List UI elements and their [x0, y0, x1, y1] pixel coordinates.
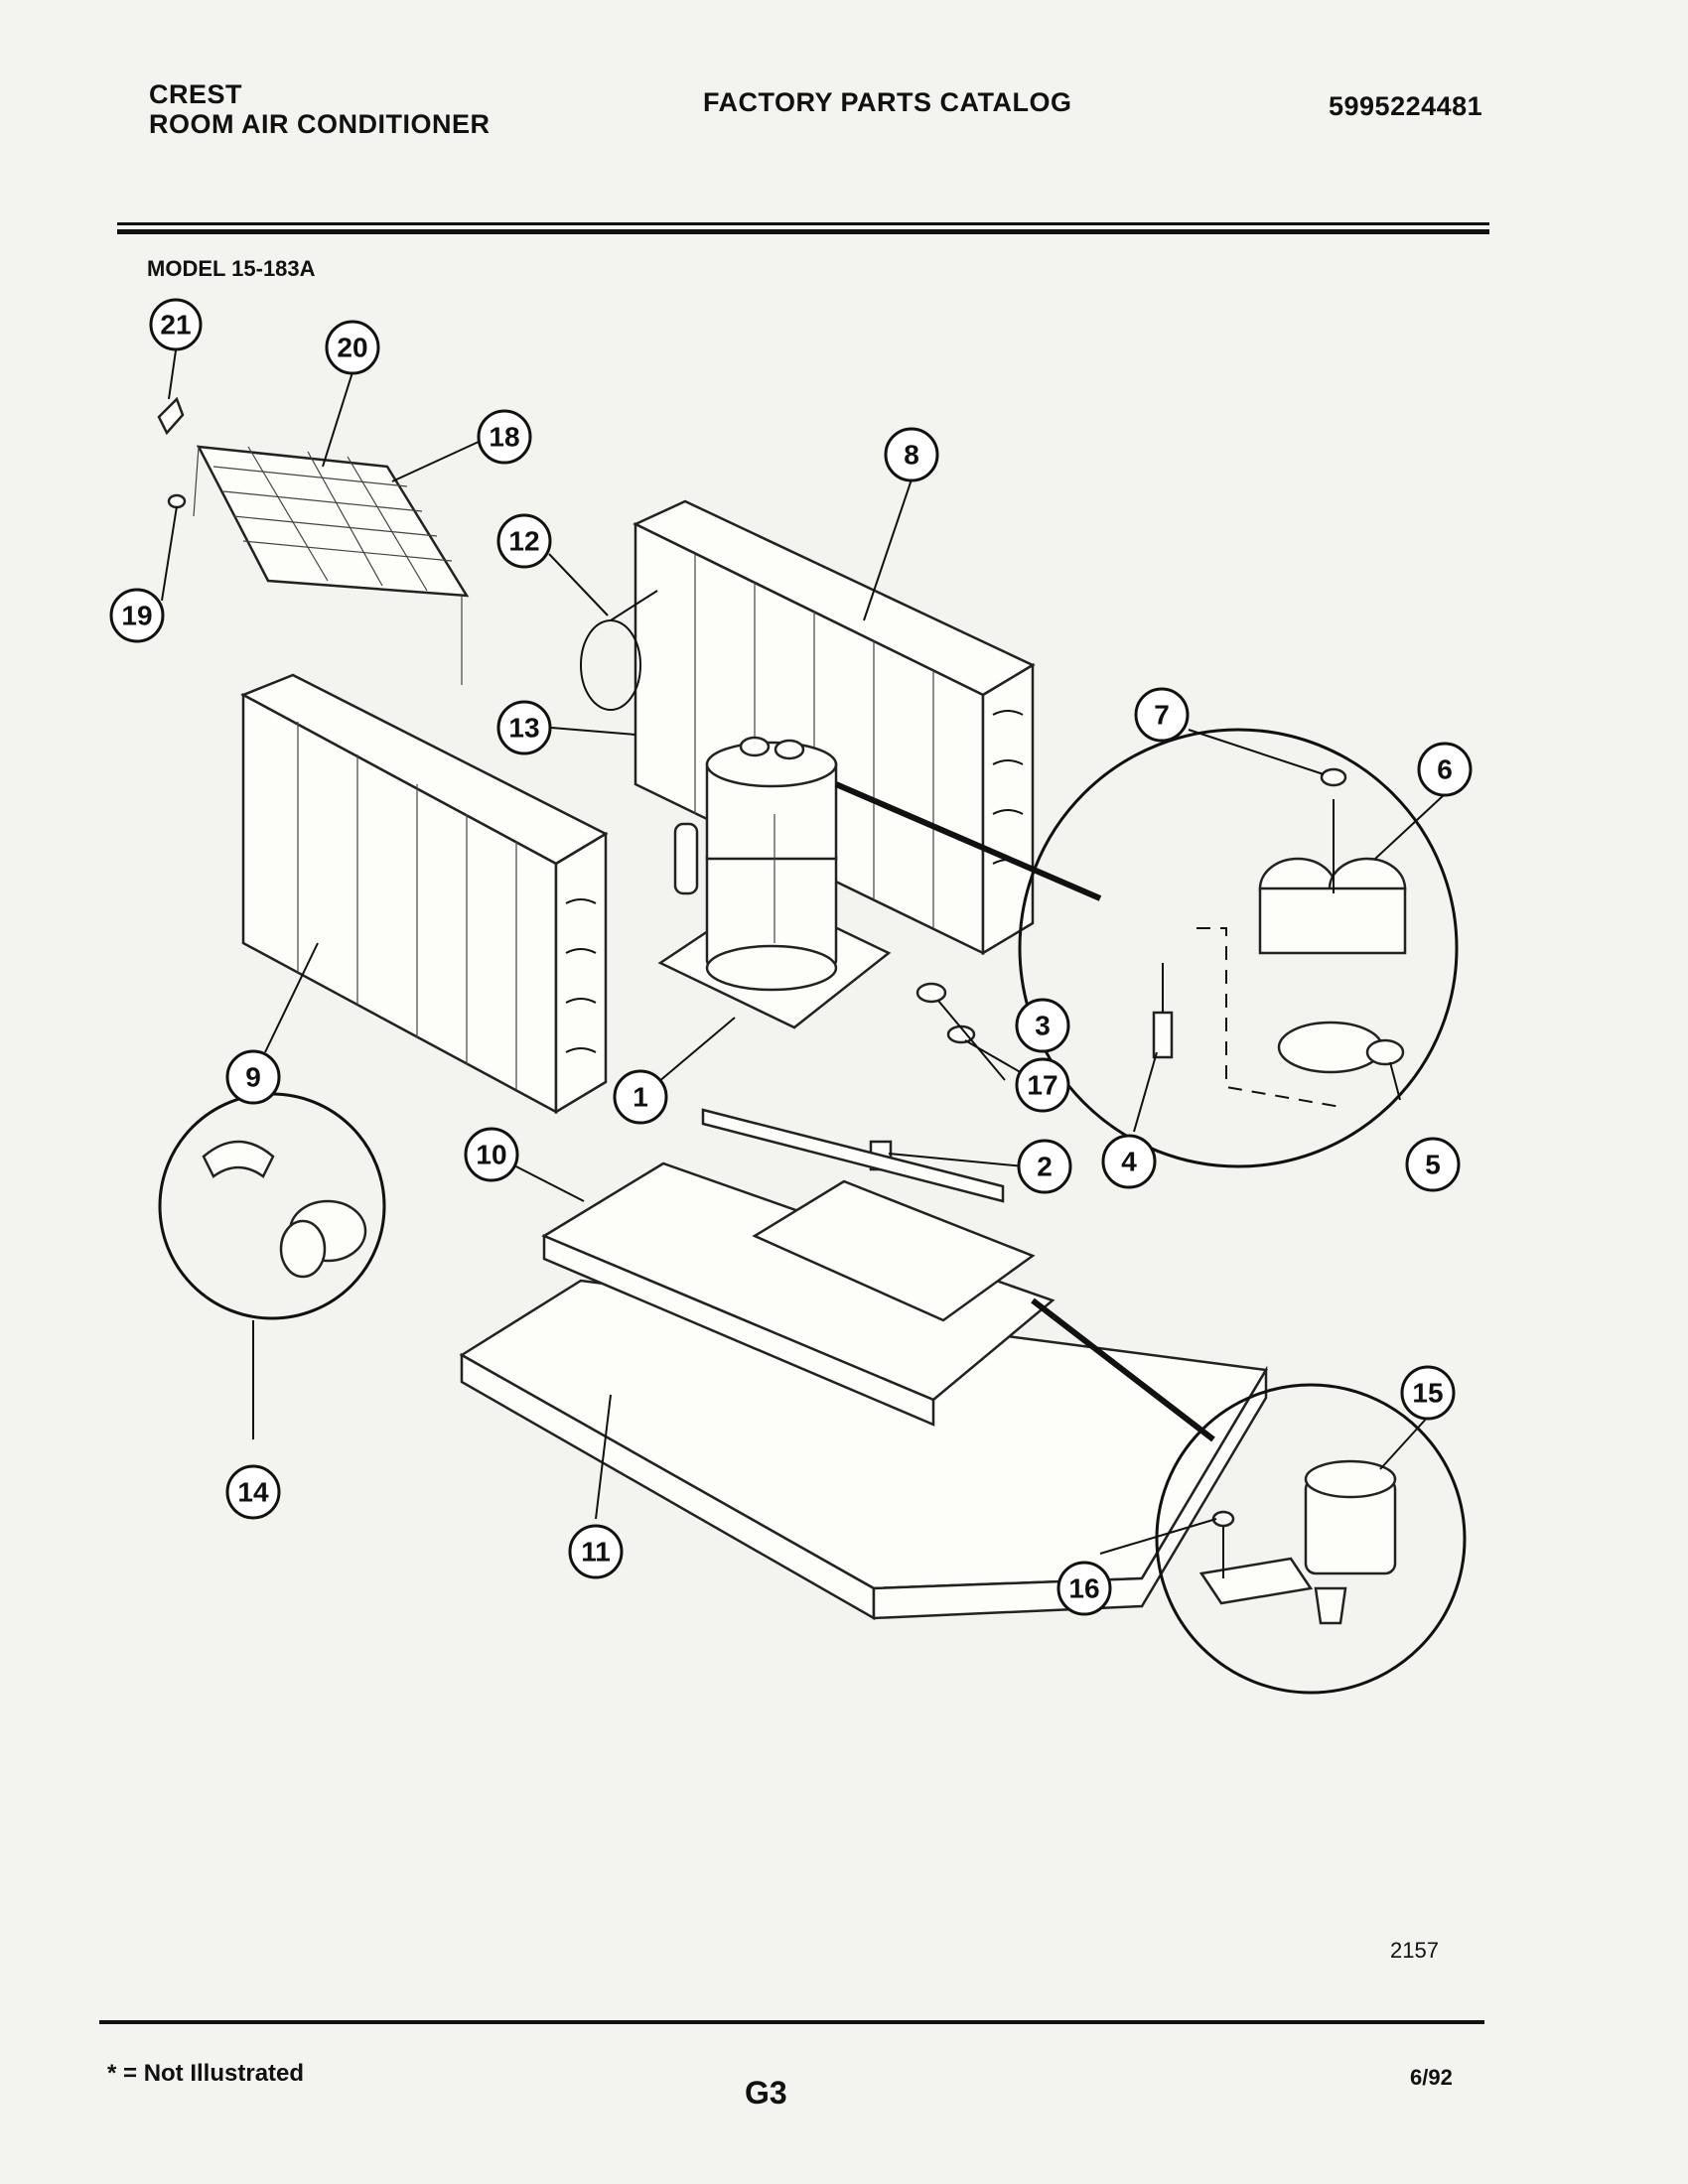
callout-7: 7 — [1134, 687, 1190, 743]
detail-circle-pump — [1155, 1383, 1467, 1695]
callout-8: 8 — [884, 427, 939, 482]
callout-9-label: 9 — [245, 1062, 261, 1093]
header-rule-thin — [117, 222, 1489, 225]
callout-3-label: 3 — [1035, 1011, 1051, 1041]
callout-11-label: 11 — [581, 1537, 611, 1568]
detail-pointer-drain — [1031, 1297, 1215, 1442]
callout-2-label: 2 — [1037, 1152, 1053, 1182]
detail-circle-overload — [1018, 728, 1459, 1168]
callout-20: 20 — [325, 320, 380, 375]
condenser-coil — [633, 499, 1036, 956]
callout-15: 15 — [1400, 1365, 1456, 1421]
callout-13: 13 — [496, 700, 552, 755]
callout-11: 11 — [568, 1524, 624, 1579]
callout-12-label: 12 — [508, 526, 539, 557]
callout-4: 4 — [1101, 1134, 1157, 1189]
footer-date: 6/92 — [1410, 2065, 1453, 2090]
header-brand-block: CREST ROOM AIR CONDITIONER — [149, 79, 491, 139]
callout-1-label: 1 — [633, 1082, 648, 1113]
callout-3: 3 — [1015, 998, 1070, 1053]
callout-6: 6 — [1417, 742, 1473, 797]
drain-tray — [541, 1108, 1055, 1427]
compressor — [657, 736, 892, 1029]
callout-9: 9 — [225, 1049, 281, 1105]
leader-lines — [161, 349, 1446, 1555]
heater-assembly — [157, 396, 470, 685]
callout-5: 5 — [1405, 1137, 1461, 1192]
evaporator-coil — [240, 673, 609, 1115]
footer-note: * = Not Illustrated — [107, 2060, 305, 2087]
callout-16: 16 — [1056, 1561, 1112, 1616]
drawing-number: 2157 — [1390, 1938, 1439, 1963]
callout-21-label: 21 — [160, 310, 191, 341]
callout-14: 14 — [225, 1464, 281, 1520]
callout-21: 21 — [149, 298, 203, 351]
callout-2: 2 — [1017, 1139, 1072, 1194]
footer-page-number: G3 — [745, 2075, 787, 2111]
callout-19-label: 19 — [121, 601, 152, 631]
callout-1: 1 — [613, 1069, 668, 1125]
detail-circle-clamp — [158, 1092, 386, 1439]
callout-17-label: 17 — [1027, 1070, 1057, 1101]
callout-7-label: 7 — [1154, 700, 1170, 731]
callout-19: 19 — [109, 588, 165, 643]
header-product: ROOM AIR CONDITIONER — [149, 109, 491, 139]
callout-17: 17 — [1015, 1057, 1070, 1113]
callout-12: 12 — [496, 513, 552, 569]
callout-10: 10 — [464, 1127, 519, 1182]
callout-6-label: 6 — [1437, 754, 1453, 785]
base-pan — [459, 1279, 1269, 1621]
header-rule-thick — [117, 229, 1489, 234]
callout-4-label: 4 — [1121, 1147, 1137, 1177]
callout-5-label: 5 — [1425, 1150, 1441, 1180]
header-catalog-title: FACTORY PARTS CATALOG — [703, 87, 1072, 117]
callout-18: 18 — [477, 409, 532, 465]
callout-16-label: 16 — [1068, 1573, 1099, 1604]
model-label: MODEL 15-183A — [147, 256, 316, 281]
grommet — [915, 982, 947, 1004]
callout-8-label: 8 — [904, 440, 919, 471]
callout-18-label: 18 — [489, 422, 519, 453]
capillary-coil — [580, 619, 641, 711]
detail-pointer-overload — [834, 781, 1102, 901]
footer-rule — [99, 2020, 1484, 2024]
header-brand: CREST — [149, 79, 243, 109]
header-catalog-number: 5995224481 — [1329, 91, 1483, 121]
callout-14-label: 14 — [237, 1477, 269, 1508]
callout-20-label: 20 — [337, 333, 367, 363]
callout-15-label: 15 — [1412, 1378, 1443, 1409]
callout-10-label: 10 — [476, 1140, 506, 1170]
callout-13-label: 13 — [508, 713, 539, 744]
